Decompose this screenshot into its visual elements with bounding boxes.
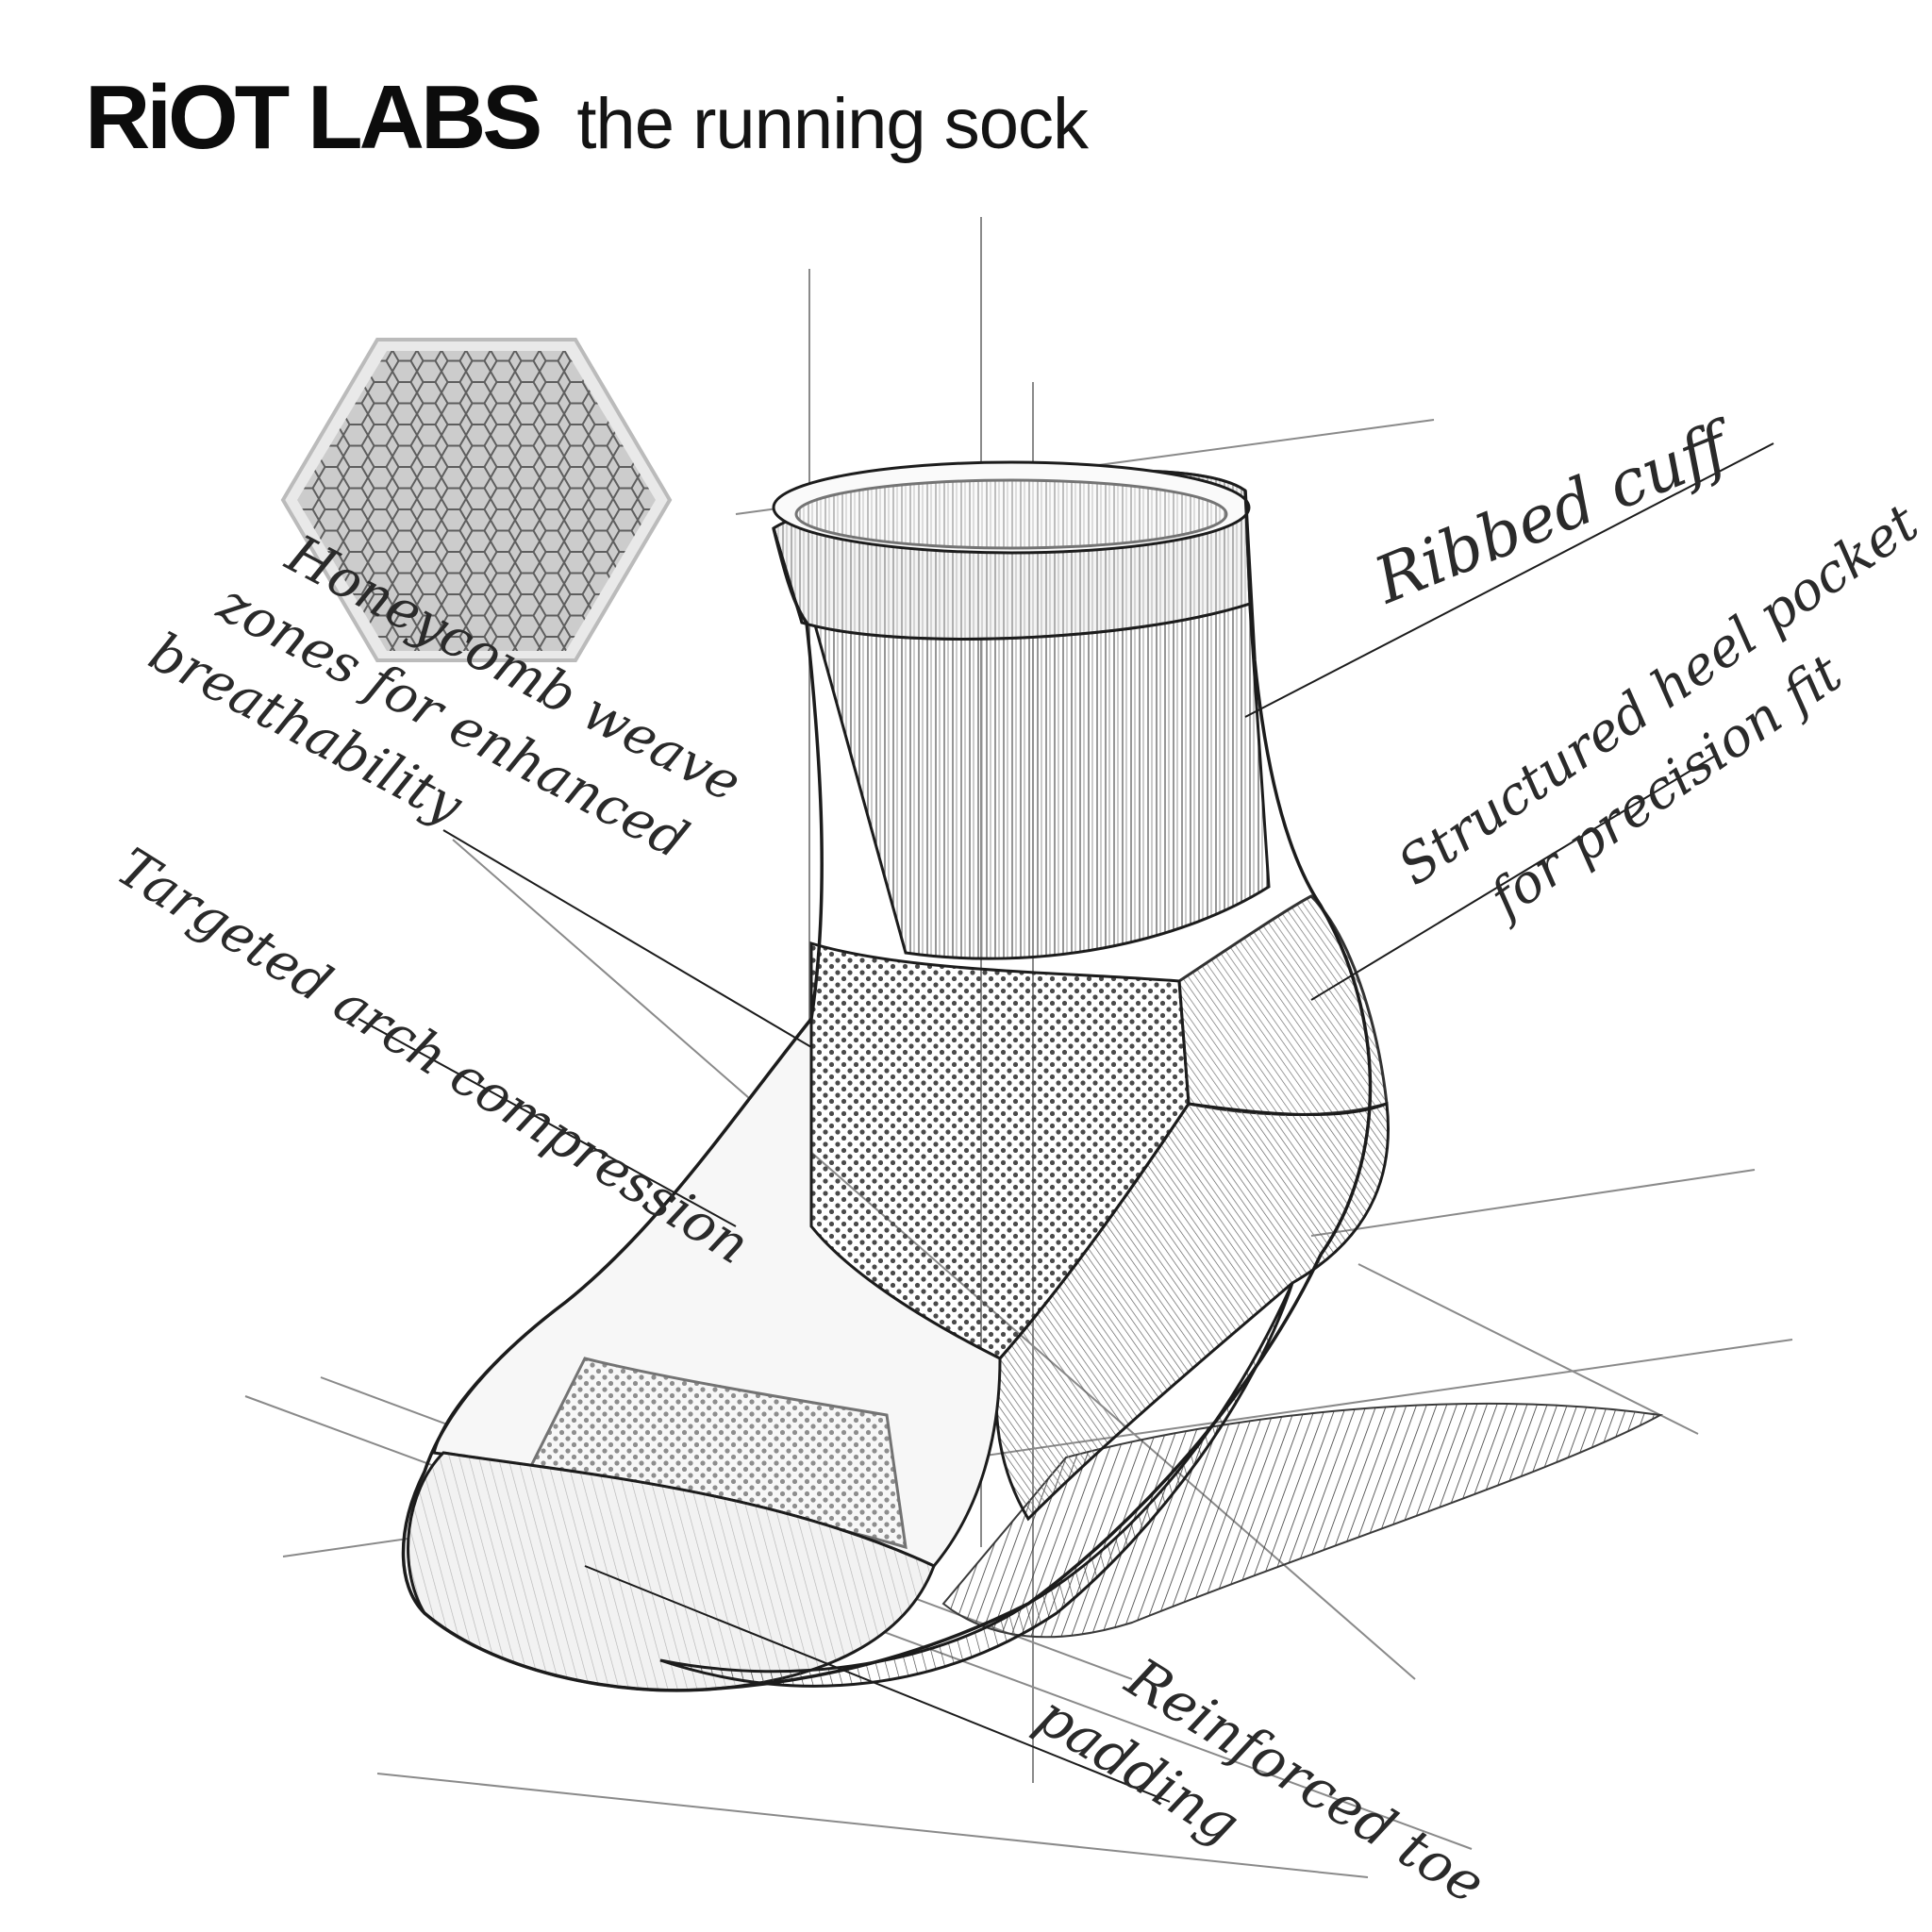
- callout-ribbed-cuff-text: Ribbed cuff: [1363, 407, 1747, 620]
- honeycomb-swatch: [280, 338, 673, 662]
- sock: [401, 460, 1390, 1692]
- leader-lines: [358, 442, 1774, 1803]
- svg-text:Reinforced toe padding: Reinforced toe padding: [1025, 1615, 1510, 1932]
- brand-logo: RiOT LABS: [85, 67, 542, 168]
- callout-arch-text: Targeted arch compression: [107, 837, 759, 1276]
- callout-ribbed-cuff: Ribbed cuff: [1363, 407, 1747, 620]
- tagline: the running sock: [576, 84, 1089, 164]
- header: RiOT LABS the running sock: [85, 66, 1089, 170]
- callout-arch: Targeted arch compression: [107, 837, 759, 1276]
- callout-toe: Reinforced toe padding: [1025, 1615, 1510, 1932]
- sock-shadow: [941, 1402, 1664, 1639]
